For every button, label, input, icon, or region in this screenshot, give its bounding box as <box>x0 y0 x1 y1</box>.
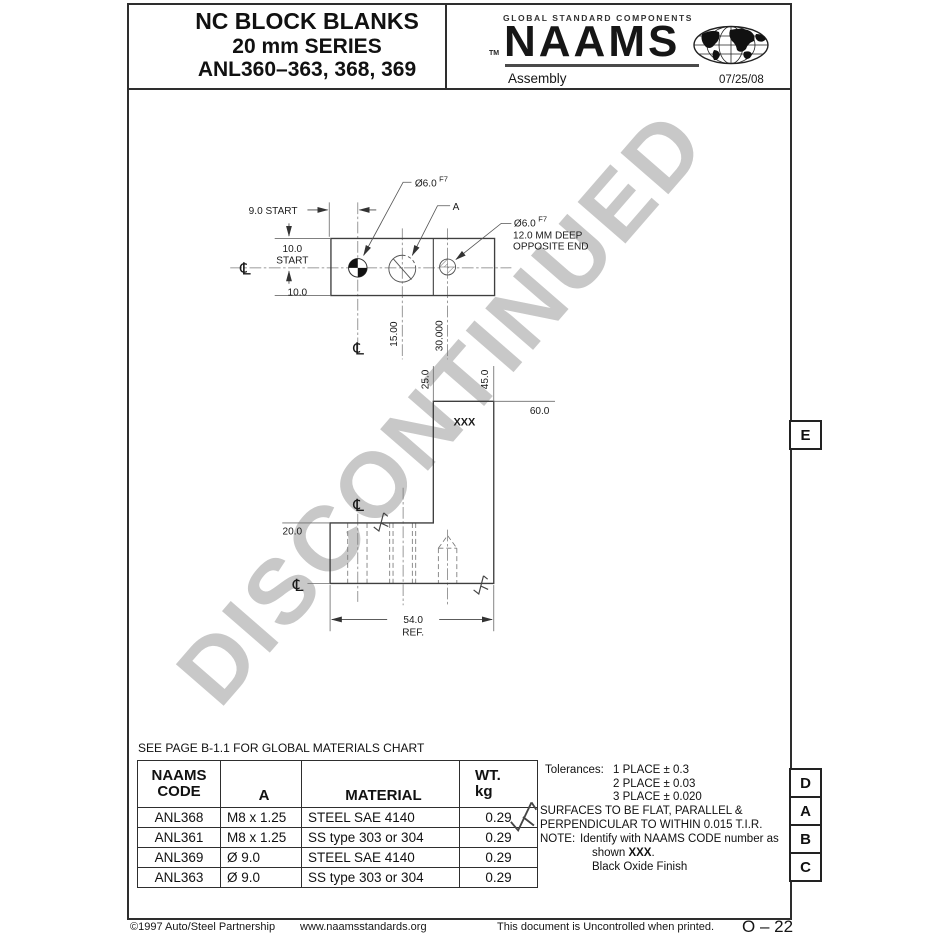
copyright-text: ©1997 Auto/Steel Partnership <box>130 921 276 933</box>
brand-underline <box>505 64 699 67</box>
dim-10: 10.0 <box>288 288 308 299</box>
dim-25: 25.0 <box>420 369 431 389</box>
cell-code: ANL369 <box>137 847 221 868</box>
centerline-symbol: ℄ <box>292 575 304 595</box>
cell-a: M8 x 1.25 <box>220 827 302 848</box>
surface-finish-icon <box>370 511 391 533</box>
cell-a: M8 x 1.25 <box>220 807 302 828</box>
header-naams-code: NAAMS CODE <box>137 760 221 808</box>
top-view: 9.0 START 10.0 START 10.0 ℄ ℄ Ø6.0 F7 A … <box>230 174 589 360</box>
cell-wt: 0.29 <box>459 867 538 888</box>
surfaces-note-line2: PERPENDICULAR TO WITHIN 0.015 T.I.R. <box>540 819 763 831</box>
hole3-note-end: OPPOSITE END <box>513 241 588 252</box>
table-row: ANL368 M8 x 1.25 STEEL SAE 4140 0.29 <box>137 807 538 828</box>
surface-finish-icon <box>510 801 538 833</box>
cell-material: SS type 303 or 304 <box>301 867 460 888</box>
cell-code: ANL368 <box>137 807 221 828</box>
side-view: 25.0 45.0 60.0 20.0 54.0 REF. XXX ℄ ℄ <box>282 366 556 638</box>
website-link[interactable]: www.naamsstandards.org <box>300 921 427 933</box>
hole3-callout-fit: F7 <box>538 215 547 224</box>
dim-45: 45.0 <box>480 369 491 389</box>
header-divider <box>445 3 447 89</box>
header-separator <box>127 88 792 90</box>
hole1-callout: Ø6.0 <box>415 178 437 189</box>
hole3-deep-hole <box>439 258 457 276</box>
cell-material: STEEL SAE 4140 <box>301 807 460 828</box>
brand-tagline: GLOBAL STANDARD COMPONENTS <box>503 13 694 23</box>
tolerance-3place: 3 PLACE ± 0.020 <box>613 791 702 803</box>
centerline-symbol: ℄ <box>352 338 364 358</box>
dim-10-start-value: 10.0 <box>283 244 303 255</box>
zone-label-e: E <box>789 420 822 450</box>
cell-material: SS type 303 or 304 <box>301 827 460 848</box>
centerline-symbol: ℄ <box>352 495 364 515</box>
doc-title-line2: 20 mm SERIES <box>232 34 382 58</box>
finish-note: Black Oxide Finish <box>592 861 688 873</box>
surfaces-note-line1: SURFACES TO BE FLAT, PARALLEL & <box>540 805 743 817</box>
globe-icon <box>693 25 769 65</box>
table-row: ANL363 Ø 9.0 SS type 303 or 304 0.29 <box>137 867 538 888</box>
cell-a: Ø 9.0 <box>220 867 302 888</box>
dim-30: 30.000 <box>435 320 446 351</box>
cell-a: Ø 9.0 <box>220 847 302 868</box>
dim-15: 15.00 <box>389 321 400 347</box>
dim-10-start-word: START <box>276 256 308 267</box>
tolerance-2place: 2 PLACE ± 0.03 <box>613 778 696 790</box>
dim-54: 54.0 <box>403 615 423 626</box>
zone-label-a: A <box>789 796 822 826</box>
table-row: ANL361 M8 x 1.25 SS type 303 or 304 0.29 <box>137 827 538 848</box>
identify-note: Identify with NAAMS CODE number as <box>580 833 779 845</box>
header-material: MATERIAL <box>301 760 460 808</box>
dim-20: 20.0 <box>283 527 303 538</box>
header-wt-kg: WT. kg <box>459 760 538 808</box>
dim-60: 60.0 <box>530 406 550 417</box>
hole1-callout-fit: F7 <box>439 174 448 183</box>
uncontrolled-notice: This document is Uncontrolled when print… <box>497 921 715 933</box>
table-row: ANL369 Ø 9.0 STEEL SAE 4140 0.29 <box>137 847 538 868</box>
header-a: A <box>220 760 302 808</box>
table-header-row: NAAMS CODE A MATERIAL WT. kg <box>137 760 538 808</box>
doc-title-line1: NC BLOCK BLANKS <box>195 8 419 34</box>
part-marking: XXX <box>453 417 476 429</box>
cell-material: STEEL SAE 4140 <box>301 847 460 868</box>
tolerances-label: Tolerances: <box>545 764 604 776</box>
trademark-symbol: TM <box>489 50 500 57</box>
hole3-callout: Ø6.0 <box>514 219 536 230</box>
dim-9-start: 9.0 START <box>249 206 298 217</box>
zone-label-c: C <box>789 852 822 882</box>
zone-label-b: B <box>789 824 822 854</box>
hole3-note-depth: 12.0 MM DEEP <box>513 230 583 241</box>
note-label: NOTE: <box>540 833 576 845</box>
title-block: NC BLOCK BLANKS 20 mm SERIES ANL360–363,… <box>147 8 467 82</box>
revision-date: 07/25/08 <box>719 74 764 86</box>
dim-54-ref: REF. <box>402 627 424 638</box>
materials-chart-note: SEE PAGE B-1.1 FOR GLOBAL MATERIALS CHAR… <box>138 741 425 755</box>
technical-drawing: 9.0 START 10.0 START 10.0 ℄ ℄ Ø6.0 F7 A … <box>230 174 589 638</box>
page-border <box>127 3 792 920</box>
shown-xxx-note: shown XXX. <box>592 847 655 859</box>
cell-code: ANL363 <box>137 867 221 888</box>
assembly-label: Assembly <box>508 71 567 86</box>
cell-wt: 0.29 <box>459 847 538 868</box>
centerline-symbol: ℄ <box>239 259 251 279</box>
hole2-tapped <box>388 254 417 283</box>
zone-label-d: D <box>789 768 822 798</box>
hole2-callout: A <box>453 202 460 213</box>
naams-logo-text: NAAMS <box>504 17 681 66</box>
spec-table: NAAMS CODE A MATERIAL WT. kg ANL368 M8 x… <box>137 760 538 888</box>
page-number: O – 22 <box>742 917 794 936</box>
doc-title-line3: ANL360–363, 368, 369 <box>197 58 417 82</box>
cell-code: ANL361 <box>137 827 221 848</box>
tolerance-1place: 1 PLACE ± 0.3 <box>613 764 689 776</box>
surface-finish-icon <box>470 574 491 596</box>
hole1-datum-target <box>348 258 368 278</box>
